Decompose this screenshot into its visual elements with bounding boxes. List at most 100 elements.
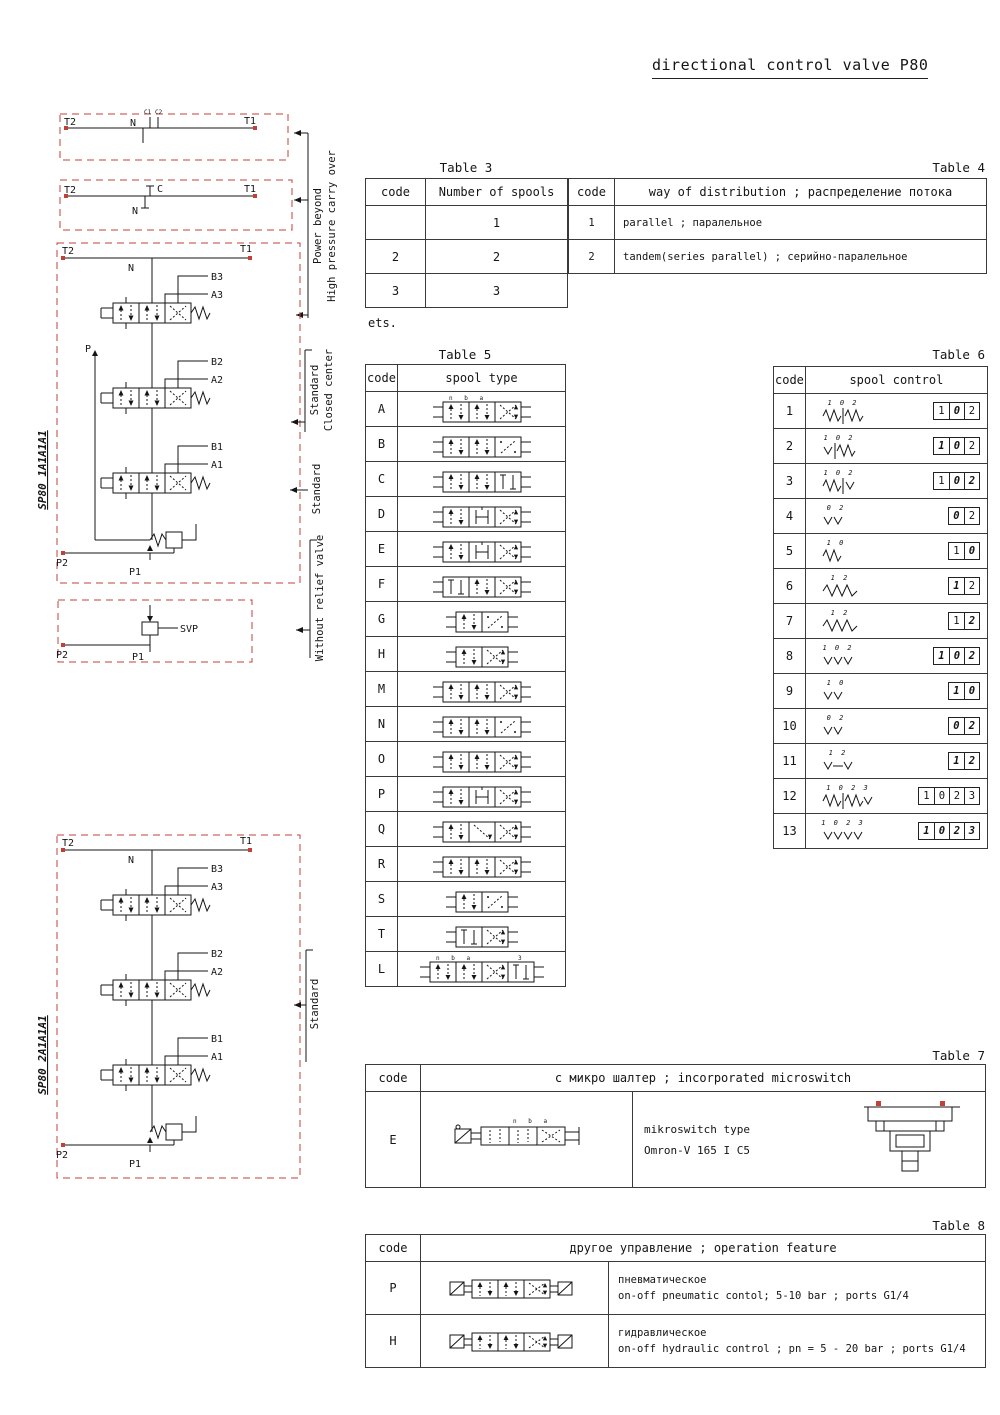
port-label: N — [130, 118, 136, 129]
column-header: code — [773, 366, 806, 394]
table5-row: D — [365, 496, 566, 532]
spool-type-code: T — [365, 916, 398, 952]
page-title: directional control valve P80 — [652, 56, 929, 79]
port-label: B1 — [211, 442, 223, 453]
table6-title: Table 6 — [932, 347, 985, 362]
port-label: P2 — [56, 558, 68, 569]
cell: 1 — [568, 205, 615, 240]
column-header: Number of spools — [425, 178, 568, 206]
spool-type-symbol — [397, 671, 566, 707]
svg-text:1 0: 1 0 — [827, 539, 846, 547]
annotation-label: Standard — [309, 365, 321, 416]
table-row: 1 — [365, 205, 568, 240]
svg-text:1 0: 1 0 — [827, 679, 846, 687]
table5-row: M — [365, 671, 566, 707]
spool-type-symbol — [397, 566, 566, 602]
spool-type-symbol — [397, 881, 566, 917]
port-label: T2 — [62, 838, 74, 849]
port-label: A2 — [211, 375, 223, 386]
cell: 3 — [365, 273, 426, 308]
operation-symbol — [420, 1261, 609, 1315]
svg-text:1 2: 1 2 — [829, 749, 848, 757]
diagram-sp80-2a1a1a1: T2 T1 N B3 A3 B2 A2 B1 A1 — [36, 834, 301, 1179]
micro-desc-line2: Omron-V 165 I C5 — [644, 1143, 750, 1157]
spool-type-symbol — [397, 811, 566, 847]
svg-text:3: 3 — [518, 955, 522, 962]
column-header: way of distribution ; распределение пото… — [614, 178, 987, 206]
svg-text:1 0 2: 1 0 2 — [822, 644, 853, 652]
hydraulic-diagrams: T2 T1 N C1 C2 T2 T1 C N Power — [36, 109, 338, 1179]
column-header: другое управление ; operation feature — [420, 1234, 986, 1262]
port-label: B3 — [211, 864, 223, 875]
port-label: P1 — [129, 567, 141, 578]
microswitch-valve-symbol: n b a — [454, 1118, 579, 1145]
table5-row: O — [365, 741, 566, 777]
port-label: T2 — [64, 185, 76, 196]
spool-type-code: F — [365, 566, 398, 602]
column-header: code — [568, 178, 615, 206]
diagram-without-relief: SVP P2 P1 — [56, 599, 253, 663]
cell: 3 — [425, 273, 568, 308]
cell: 2 — [425, 239, 568, 274]
annotation-standard-2: Standard — [294, 949, 321, 1062]
svg-text:0 2: 0 2 — [827, 504, 846, 512]
port-label: B2 — [211, 949, 223, 960]
spool-control-code: 10 — [773, 708, 806, 744]
table-row: E n b a — [365, 1091, 986, 1188]
port-label: A1 — [211, 1052, 223, 1063]
cell: tandem(series parallel) ; серийно-парале… — [614, 239, 987, 274]
port-label: T1 — [240, 836, 252, 847]
spool-type-code: G — [365, 601, 398, 637]
annotation-label: Standard — [309, 979, 321, 1030]
spool-control-code: 5 — [773, 533, 806, 569]
svg-text:1 0 2 3: 1 0 2 3 — [821, 819, 865, 827]
spool-type-code: D — [365, 496, 398, 532]
svg-text:n b a: n b a — [436, 955, 474, 962]
cell: 2 — [365, 239, 426, 274]
spool-type-code: A — [365, 391, 398, 427]
spool-type-code: C — [365, 461, 398, 497]
spool-control-code: 11 — [773, 743, 806, 779]
spool-type-code: M — [365, 671, 398, 707]
table5-row: Q — [365, 811, 566, 847]
operation-code: P — [365, 1261, 421, 1315]
operation-desc-line2: on-off pneumatic contol; 5-10 bar ; port… — [618, 1290, 909, 1302]
svg-text:n b a: n b a — [449, 395, 487, 402]
microswitch-section-drawing — [864, 1100, 960, 1171]
cell: parallel ; паралельное — [614, 205, 987, 240]
cell: 1 — [425, 205, 568, 240]
spool-control-code: 7 — [773, 603, 806, 639]
port-label: C — [157, 184, 163, 195]
table5-row: T — [365, 916, 566, 952]
port-label: T1 — [240, 244, 252, 255]
spool-type-code: E — [365, 531, 398, 567]
svg-text:0 2: 0 2 — [827, 714, 846, 722]
port-label: A2 — [211, 967, 223, 978]
annotation-label: Without relief valve — [314, 535, 326, 661]
